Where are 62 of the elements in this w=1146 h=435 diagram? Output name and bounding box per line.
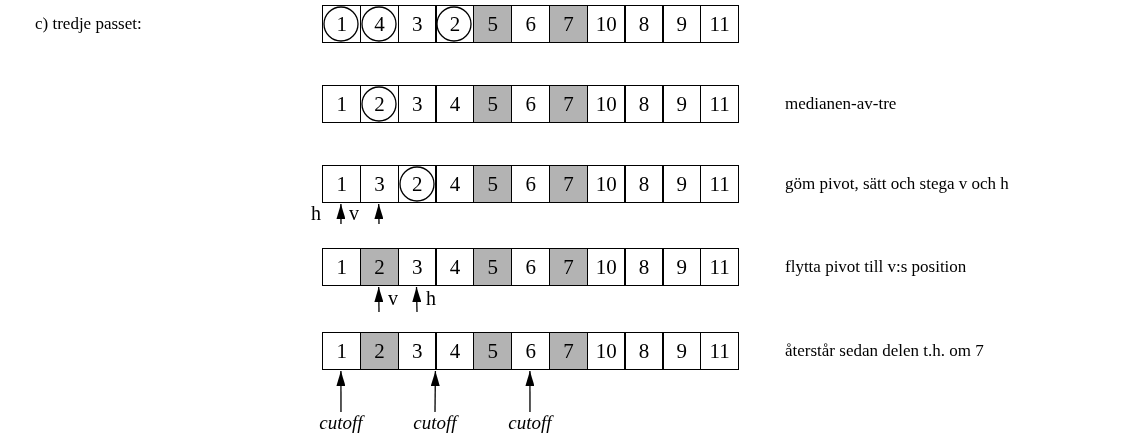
array-cell: 8: [624, 248, 664, 286]
pointer-label: cutoff: [413, 412, 457, 434]
step-description: flytta pivot till v:s position: [785, 257, 967, 277]
array-cell: 11: [700, 248, 740, 286]
array-cell: 9: [662, 248, 702, 286]
array-cell: 11: [700, 165, 740, 203]
array-cell: 5: [473, 332, 513, 370]
array-cell: 2: [359, 332, 400, 370]
array-cell: 3: [397, 332, 437, 370]
pointer-arrow: [336, 203, 346, 225]
array-cell: 8: [624, 332, 664, 370]
array-cell: 2: [359, 248, 400, 286]
array-cell: 5: [473, 5, 513, 43]
array-cell: 9: [662, 85, 702, 123]
array-cell: 5: [473, 85, 513, 123]
section-heading: c) tredje passet:: [35, 14, 142, 34]
step-description: göm pivot, sätt och stega v och h: [785, 174, 1009, 194]
array-cell: 11: [700, 85, 740, 123]
edge-label: h: [426, 288, 436, 308]
array-cell: 1: [322, 165, 362, 203]
array-cell: 10: [586, 248, 626, 286]
array-cell: 7: [548, 248, 589, 286]
array-cell: 3: [397, 5, 437, 43]
array-cell: 5: [473, 165, 513, 203]
array-cell: 11: [700, 5, 740, 43]
array-cell: 10: [586, 165, 626, 203]
array-cell: 8: [624, 165, 664, 203]
step-description: återstår sedan delen t.h. om 7: [785, 341, 984, 361]
step-description: medianen-av-tre: [785, 94, 897, 114]
array-cell: 8: [624, 5, 664, 43]
array-cell: 8: [624, 85, 664, 123]
edge-label: v: [349, 203, 359, 223]
array-cell: 3: [397, 85, 437, 123]
edge-label: v: [388, 288, 398, 308]
array-cell: 11: [700, 332, 740, 370]
array-cell: 9: [662, 332, 702, 370]
array-cell: 10: [586, 85, 626, 123]
array-cell: 5: [473, 248, 513, 286]
pointer-arrow: [430, 370, 440, 413]
pointer-arrow: [412, 286, 422, 313]
array-cell: 1: [322, 85, 362, 123]
array-cell: 3: [359, 165, 400, 203]
circled-array-cell: 2: [359, 85, 400, 123]
pointer-arrow: [374, 286, 384, 313]
array-cell: 7: [548, 85, 589, 123]
pointer-label: cutoff: [319, 412, 363, 434]
pointer-arrow: [374, 203, 384, 225]
array-cell: 9: [662, 165, 702, 203]
array-cell: 7: [548, 165, 589, 203]
circled-array-cell: 1: [322, 5, 362, 43]
circled-array-cell: 2: [397, 165, 437, 203]
pointer-arrow: [525, 370, 535, 413]
array-cell: 10: [586, 332, 626, 370]
circled-array-cell: 4: [359, 5, 400, 43]
array-cell: 3: [397, 248, 437, 286]
array-cell: 7: [548, 332, 589, 370]
pointer-arrow: [336, 370, 346, 413]
array-cell: 7: [548, 5, 589, 43]
array-cell: 10: [586, 5, 626, 43]
edge-label: h: [311, 203, 321, 223]
pointer-label: cutoff: [508, 412, 552, 434]
array-cell: 9: [662, 5, 702, 43]
